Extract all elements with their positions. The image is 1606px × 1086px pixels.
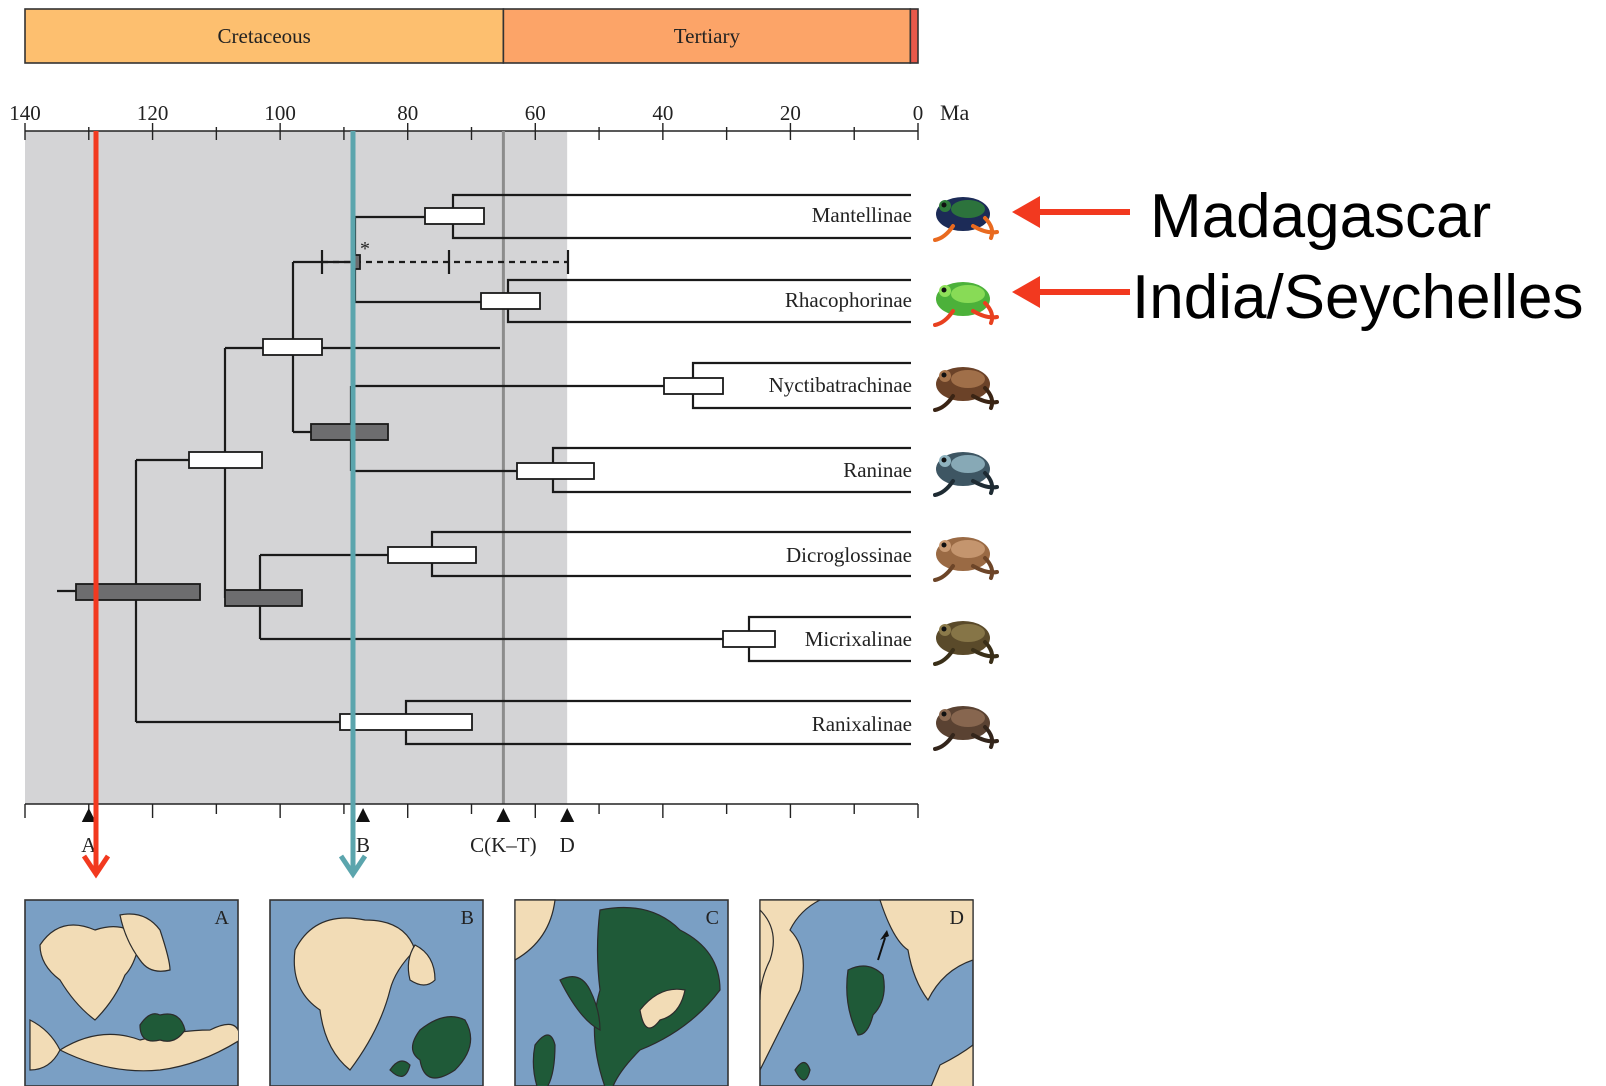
paleomap-label: C — [706, 907, 719, 929]
paleomap-a: A — [25, 900, 240, 1086]
axis-tick-label: 40 — [652, 101, 673, 125]
ci-box-gray — [311, 424, 388, 440]
taxon-label-ranixalinae: Ranixalinae — [812, 712, 912, 736]
period-label: Tertiary — [674, 24, 741, 48]
frog-rhacophorinae-image — [935, 282, 997, 325]
taxon-label-rhacophorinae: Rhacophorinae — [785, 288, 912, 312]
ci-box-white — [425, 208, 484, 224]
axis-unit-label: Ma — [940, 100, 970, 125]
geologic-period-bar: Cretaceous Tertiary — [25, 9, 918, 63]
taxon-label-mantellinae: Mantellinae — [812, 203, 912, 227]
paleomap-label: A — [215, 907, 230, 929]
event-marker-c — [496, 808, 510, 822]
taxon-label-dicroglossinae: Dicroglossinae — [786, 543, 912, 567]
axis-tick-label: 100 — [264, 101, 296, 125]
ci-box-white — [263, 339, 322, 355]
event-label: C(K–T) — [470, 833, 537, 857]
axis-tick-label: 20 — [780, 101, 801, 125]
period-label: Cretaceous — [218, 24, 311, 48]
frog-ranixalinae-image — [935, 706, 997, 749]
axis-tick-label: 60 — [525, 101, 546, 125]
event-marker-b — [356, 808, 370, 822]
frog-mantellinae-image — [935, 197, 997, 240]
period-segment — [910, 9, 918, 63]
taxon-label-micrixalinae: Micrixalinae — [805, 627, 912, 651]
axis-tick-label: 120 — [137, 101, 169, 125]
axis-tick-label: 80 — [397, 101, 418, 125]
ci-box-white — [481, 293, 540, 309]
taxon-label-raninae: Raninae — [843, 458, 912, 482]
paleogeographic-maps: A B C D — [25, 900, 973, 1086]
paleomap-c: C — [515, 900, 728, 1086]
event-marker-d — [560, 808, 574, 822]
ci-box-white — [340, 714, 472, 730]
ci-box-white — [189, 452, 262, 468]
event-label: D — [560, 833, 575, 857]
asterisk-annotation: * — [360, 238, 370, 260]
bottom-time-axis — [25, 804, 918, 818]
shaded-interval — [25, 131, 567, 804]
madagascar-arrow — [1012, 196, 1130, 228]
frog-nyctibatrachinae-image — [935, 367, 997, 410]
axis-tick-label: 0 — [913, 101, 924, 125]
frog-dicroglossinae-image — [935, 537, 997, 580]
taxon-labels: MantellinaeRhacophorinaeNyctibatrachinae… — [769, 203, 912, 736]
ci-box-white — [388, 547, 476, 563]
taxon-label-nyctibatrachinae: Nyctibatrachinae — [769, 373, 912, 397]
madagascar-label: Madagascar — [1150, 182, 1491, 251]
ci-box-white — [664, 378, 723, 394]
ci-box-gray — [225, 590, 302, 606]
paleomap-label: D — [950, 907, 964, 929]
frog-micrixalinae-image — [935, 621, 997, 664]
paleomap-b: B — [270, 900, 483, 1086]
paleomap-d: D — [760, 900, 973, 1086]
axis-tick-label: 140 — [9, 101, 41, 125]
frog-images — [935, 197, 997, 749]
india-seychelles-label: India/Seychelles — [1132, 263, 1584, 332]
ci-box-white — [517, 463, 594, 479]
ci-box-white — [723, 631, 775, 647]
frog-raninae-image — [935, 452, 997, 495]
event-label: B — [356, 833, 370, 857]
india-seychelles-arrow — [1012, 276, 1130, 308]
paleomap-label: B — [461, 907, 474, 929]
